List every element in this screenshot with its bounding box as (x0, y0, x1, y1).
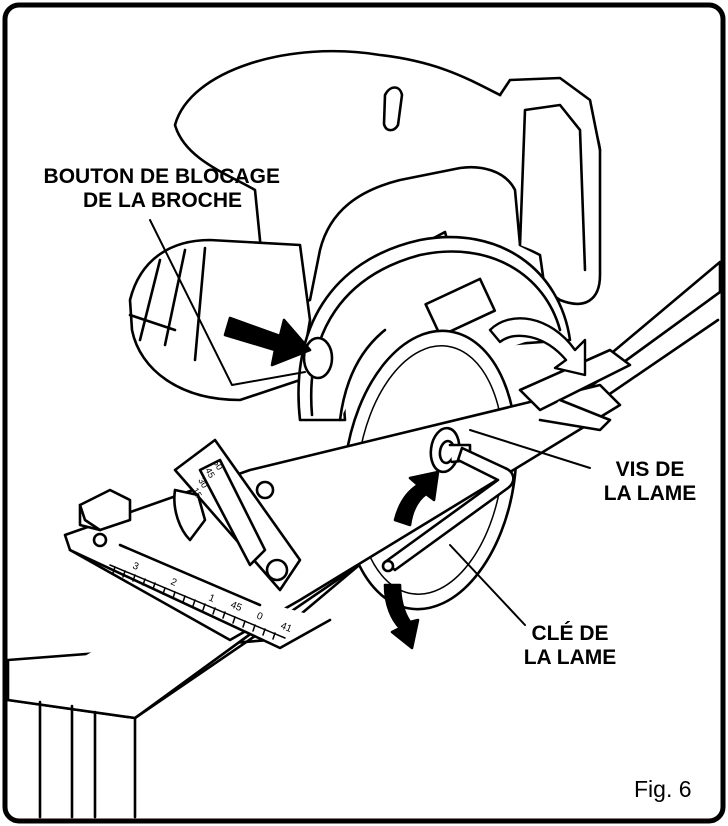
scale-mark: 45 (229, 600, 244, 615)
scale-mark: 1 (207, 593, 217, 605)
scale-mark: 3 (131, 561, 141, 573)
scale-mark: 0 (255, 611, 265, 623)
push-arrow (223, 316, 312, 367)
spindle-lock-button (302, 336, 334, 380)
blade-screw-label-line2: LA LAME (603, 482, 697, 505)
leader-blade-wrench (449, 544, 526, 626)
rotation-arrow-up (393, 470, 440, 527)
rotation-arrow-top (488, 317, 587, 377)
bevel-mark: 45 (203, 466, 217, 480)
hex-wrench (381, 446, 515, 573)
blade-wrench-label-line1: CLÉ DE (531, 622, 609, 645)
blade-wrench-label: CLÉ DE LA LAME (500, 622, 640, 670)
scale-mark: 41 (279, 621, 294, 636)
figure-label: Fig. 6 (634, 776, 692, 802)
depth-knob (78, 488, 132, 548)
bevel-mark: 50 (211, 458, 225, 472)
blade-wrench-label-line2: LA LAME (523, 646, 617, 669)
blade-screw-label-line1: VIS DE (615, 458, 685, 481)
leader-spindle-lock (149, 219, 306, 386)
motor-housing (128, 238, 312, 402)
spindle-lock-label-line2: DE LA BROCHE (82, 189, 242, 212)
blade-screw-label: VIS DE LA LAME (590, 458, 710, 506)
rotation-arrow-down (383, 583, 420, 650)
leader-blade-screw (469, 429, 591, 469)
bevel-bracket (173, 438, 302, 592)
spindle-lock-label: BOUTON DE BLOCAGE DE LA BROCHE (8, 165, 280, 213)
bevel-mark: 15 (190, 486, 204, 500)
scale-mark: 2 (169, 577, 179, 589)
spindle-lock-label-line1: BOUTON DE BLOCAGE (43, 165, 280, 188)
base-scale (109, 564, 286, 640)
bevel-mark: 30 (196, 476, 210, 490)
leader-lines (149, 219, 591, 626)
